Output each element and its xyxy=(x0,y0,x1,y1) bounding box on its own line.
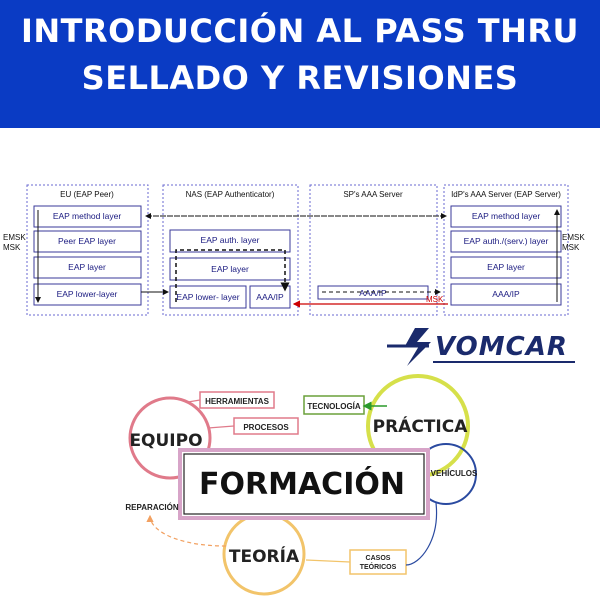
connector xyxy=(207,425,235,429)
peer-layer-box xyxy=(33,205,142,228)
formacion-label: FORMACIÓN xyxy=(199,465,405,502)
connector-arrow xyxy=(146,514,227,547)
column-title-peer: EU (EAP Peer) xyxy=(60,190,114,199)
column-title-sp: SP's AAA Server xyxy=(343,190,403,199)
casos-label-line2: TEÓRICOS xyxy=(360,562,397,571)
peer-layer-box xyxy=(33,256,142,279)
column-frame-idp xyxy=(443,184,569,316)
column-frame-peer xyxy=(26,184,149,316)
herramientas-label: HERRAMIENTAS xyxy=(205,397,270,406)
peer-layer-box xyxy=(33,283,142,306)
column-frame-nas xyxy=(162,184,299,316)
msk-label-left: MSK xyxy=(3,243,21,252)
nas-layer-box xyxy=(169,257,291,281)
connector xyxy=(305,559,351,563)
peer-layer-label: EAP lower-layer xyxy=(57,289,118,299)
banner-title-line1: INTRODUCCIÓN AL PASS THRU xyxy=(20,12,579,50)
idp-layer-label: EAP auth./(serv.) layer xyxy=(464,236,549,246)
vehiculos-label: VEHÍCULOS xyxy=(431,469,478,478)
practica-label: PRÁCTICA xyxy=(373,415,469,437)
nas-layer-box xyxy=(249,285,291,309)
equipo-label: EQUIPO xyxy=(129,431,202,451)
idp-layer-box xyxy=(450,283,562,306)
idp-layer-box xyxy=(450,205,562,228)
idp-layer-label: AAA/IP xyxy=(492,289,520,299)
connector xyxy=(405,502,438,566)
nas-layer-label: AAA/IP xyxy=(256,292,284,302)
nas-layer-label: EAP layer xyxy=(211,264,249,274)
nas-layer-box xyxy=(169,285,247,309)
column-title-nas: NAS (EAP Authenticator) xyxy=(186,190,275,199)
nas-layer-label: EAP auth. layer xyxy=(201,235,260,245)
peer-layer-box xyxy=(33,230,142,253)
nas-layer-box xyxy=(169,229,291,253)
idp-layer-label: EAP method layer xyxy=(472,211,541,221)
peer-layer-label: EAP method layer xyxy=(53,211,122,221)
idp-layer-label: EAP layer xyxy=(487,262,525,272)
banner-title-line2: SELLADO Y REVISIONES xyxy=(81,59,519,97)
sp-layer-label: AAA/IP xyxy=(359,288,387,298)
tecnologia-label: TECNOLOGÍA xyxy=(307,402,361,411)
nas-loop-arrow xyxy=(175,249,290,302)
nas-layer-label: EAP lower- layer xyxy=(176,292,239,302)
connector xyxy=(187,399,201,403)
procesos-label: PROCESOS xyxy=(243,423,289,432)
emsk-label-right: EMSK xyxy=(562,233,585,242)
formacion-mindmap: FORMACIÓN EQUIPO PRÁCTICA TEORÍA VEHÍCUL… xyxy=(125,374,478,596)
vomcar-logo: VOMCAR xyxy=(387,328,575,366)
teoria-label: TEORÍA xyxy=(229,545,300,567)
column-title-idp: IdP's AAA Server (EAP Server) xyxy=(451,190,561,199)
idp-layer-box xyxy=(450,230,562,253)
casos-label-line1: CASOS xyxy=(366,555,391,562)
equipo-circle xyxy=(128,396,212,480)
msk-arrow-label: MSK xyxy=(426,295,444,304)
peer-layer-label: Peer EAP layer xyxy=(58,236,116,246)
formacion-box xyxy=(183,453,425,515)
emsk-label-left: EMSK xyxy=(3,233,26,242)
eap-architecture-diagram: EU (EAP Peer) NAS (EAP Authenticator) SP… xyxy=(3,184,585,316)
peer-layer-label: EAP layer xyxy=(68,262,106,272)
header-banner: INTRODUCCIÓN AL PASS THRU SELLADO Y REVI… xyxy=(0,0,600,128)
logo-text: VOMCAR xyxy=(435,332,568,362)
msk-label-right: MSK xyxy=(562,243,580,252)
reparacion-label: REPARACIÓN xyxy=(125,503,178,512)
lightning-bolt-icon xyxy=(405,328,431,366)
idp-layer-box xyxy=(450,256,562,279)
column-frame-sp xyxy=(309,184,438,316)
